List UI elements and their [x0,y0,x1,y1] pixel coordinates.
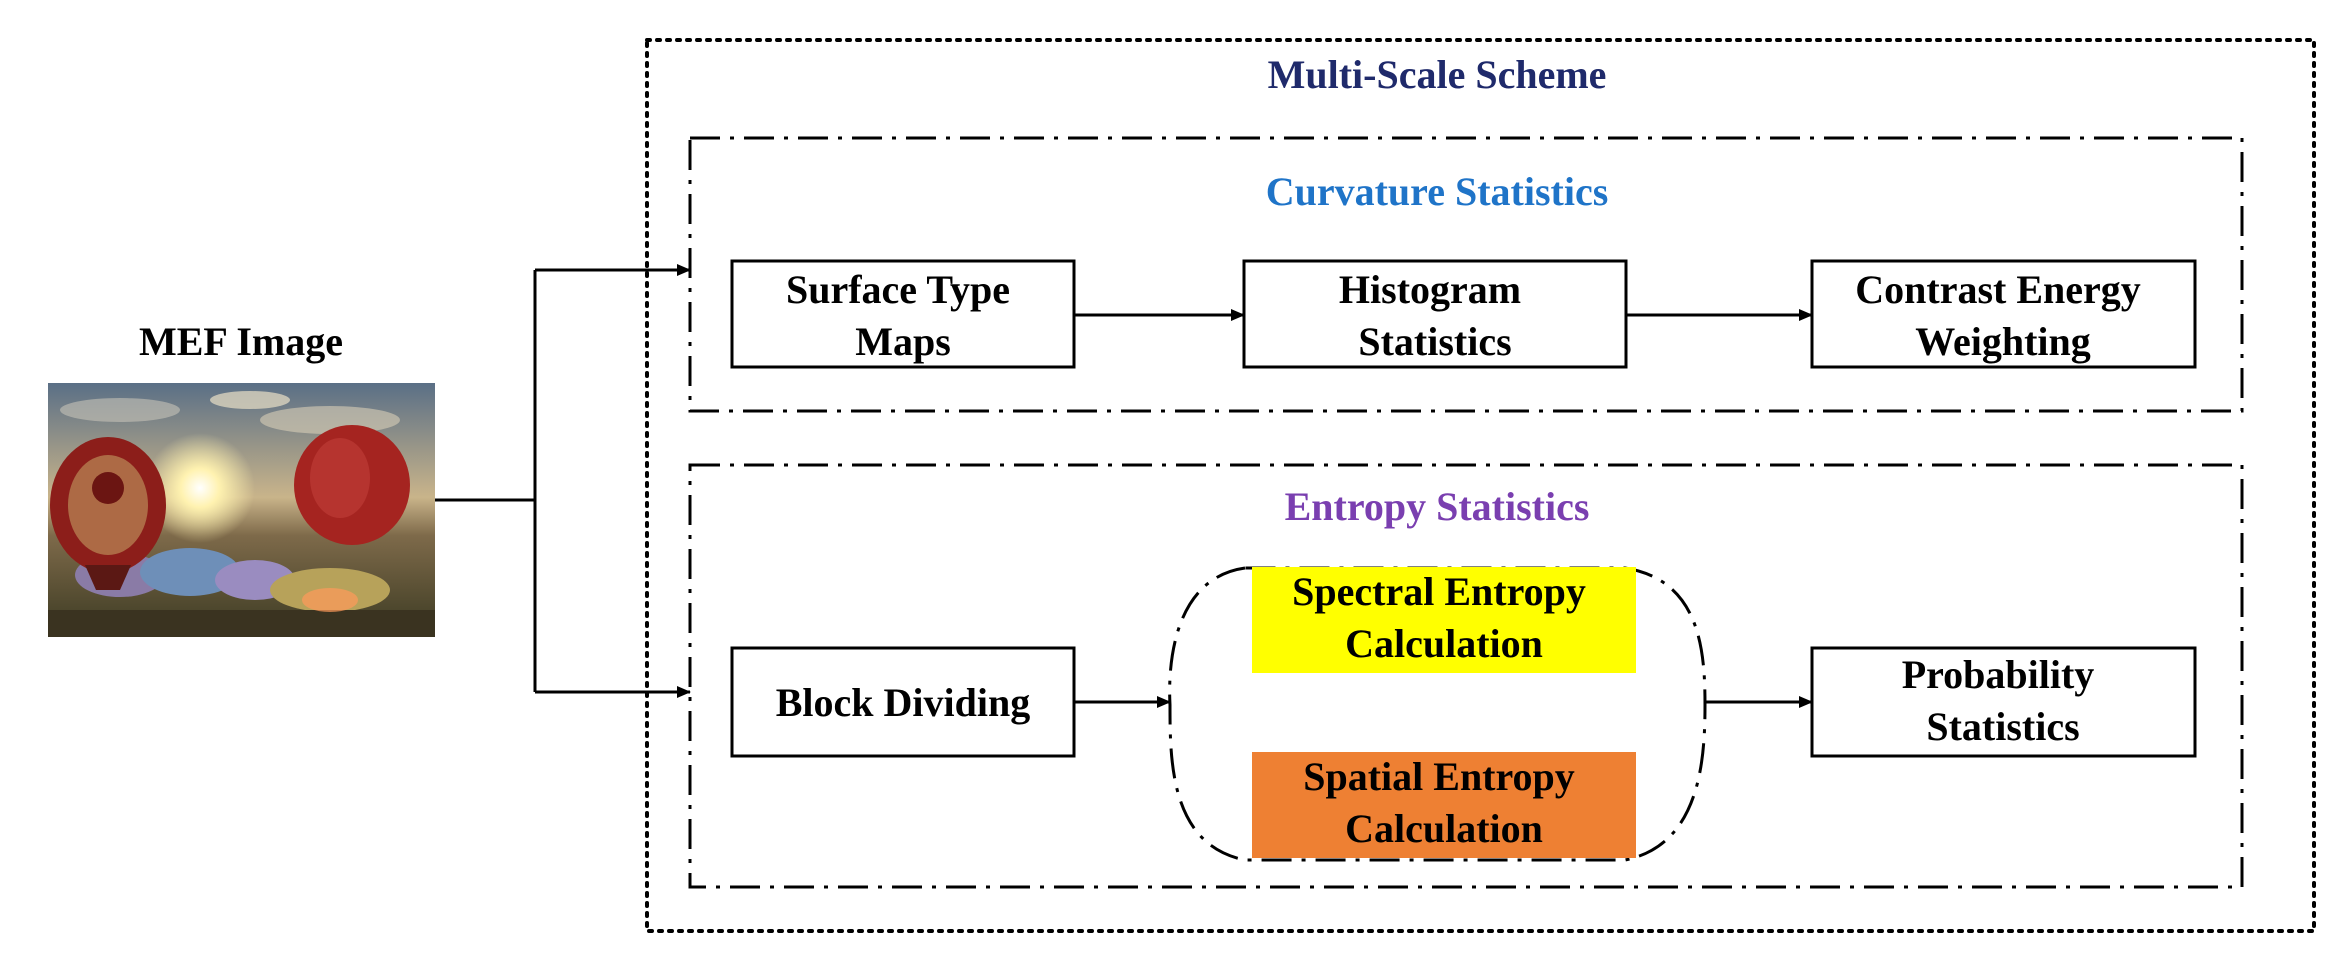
mef-image-thumbnail [48,383,435,637]
entropy-calculation-capsule [1168,566,1707,862]
probability-statistics-line1: Probability [1902,652,2095,697]
entropy-statistics-title: Entropy Statistics [1285,484,1590,529]
spectral-entropy-line1: Spectral Entropy [1292,569,1586,614]
svg-text:Surface Type Maps: Surface Type Maps [786,267,1020,364]
spectral-entropy-line2: Calculation [1345,621,1543,666]
spectral-entropy-box: Spectral Entropy Calculation [1252,567,1636,673]
spatial-entropy-line2: Calculation [1345,806,1543,851]
probability-statistics-line2: Statistics [1926,704,2079,749]
histogram-statistics-box: Histogram Statistics [1242,259,1628,369]
surface-type-maps-box: Surface Type Maps [730,259,1076,369]
svg-text:Contrast Energy Weightin: Contrast Energy Weighting [1855,267,2151,364]
svg-text:Probability Statistics: Probability Statistics [1902,652,2105,749]
spatial-entropy-line1: Spatial Entropy [1303,754,1575,799]
contrast-energy-weighting-box: Contrast Energy Weighting [1810,259,2197,369]
histogram-statistics-line2: Statistics [1358,319,1511,364]
histogram-statistics-line1: Histogram [1339,267,1521,312]
svg-text:Histogram Statistics: Histogram Statistics [1339,267,1531,364]
contrast-energy-weighting-line2: Weighting [1915,319,2091,364]
mef-image-label: MEF Image [139,319,343,364]
multi-scale-scheme-frame [645,38,2316,933]
spatial-entropy-box: Spatial Entropy Calculation [1252,752,1636,858]
block-dividing-label: Block Dividing [776,680,1031,725]
probability-statistics-box: Probability Statistics [1810,646,2197,758]
contrast-energy-weighting-line1: Contrast Energy [1855,267,2141,312]
curvature-statistics-title: Curvature Statistics [1266,169,1609,214]
svg-text:Spectral Entropy Calcula: Spectral Entropy Calculation [1292,569,1596,666]
surface-type-maps-line1: Surface Type [786,267,1010,312]
multi-scale-scheme-title: Multi-Scale Scheme [1268,52,1607,97]
surface-type-maps-line2: Maps [855,319,951,364]
block-dividing-box: Block Dividing [730,646,1076,758]
svg-text:Spatial Entropy Calculat: Spatial Entropy Calculation [1303,754,1585,851]
input-connector [435,264,691,698]
entropy-statistics-frame [688,463,2244,889]
curvature-statistics-frame [688,136,2244,413]
